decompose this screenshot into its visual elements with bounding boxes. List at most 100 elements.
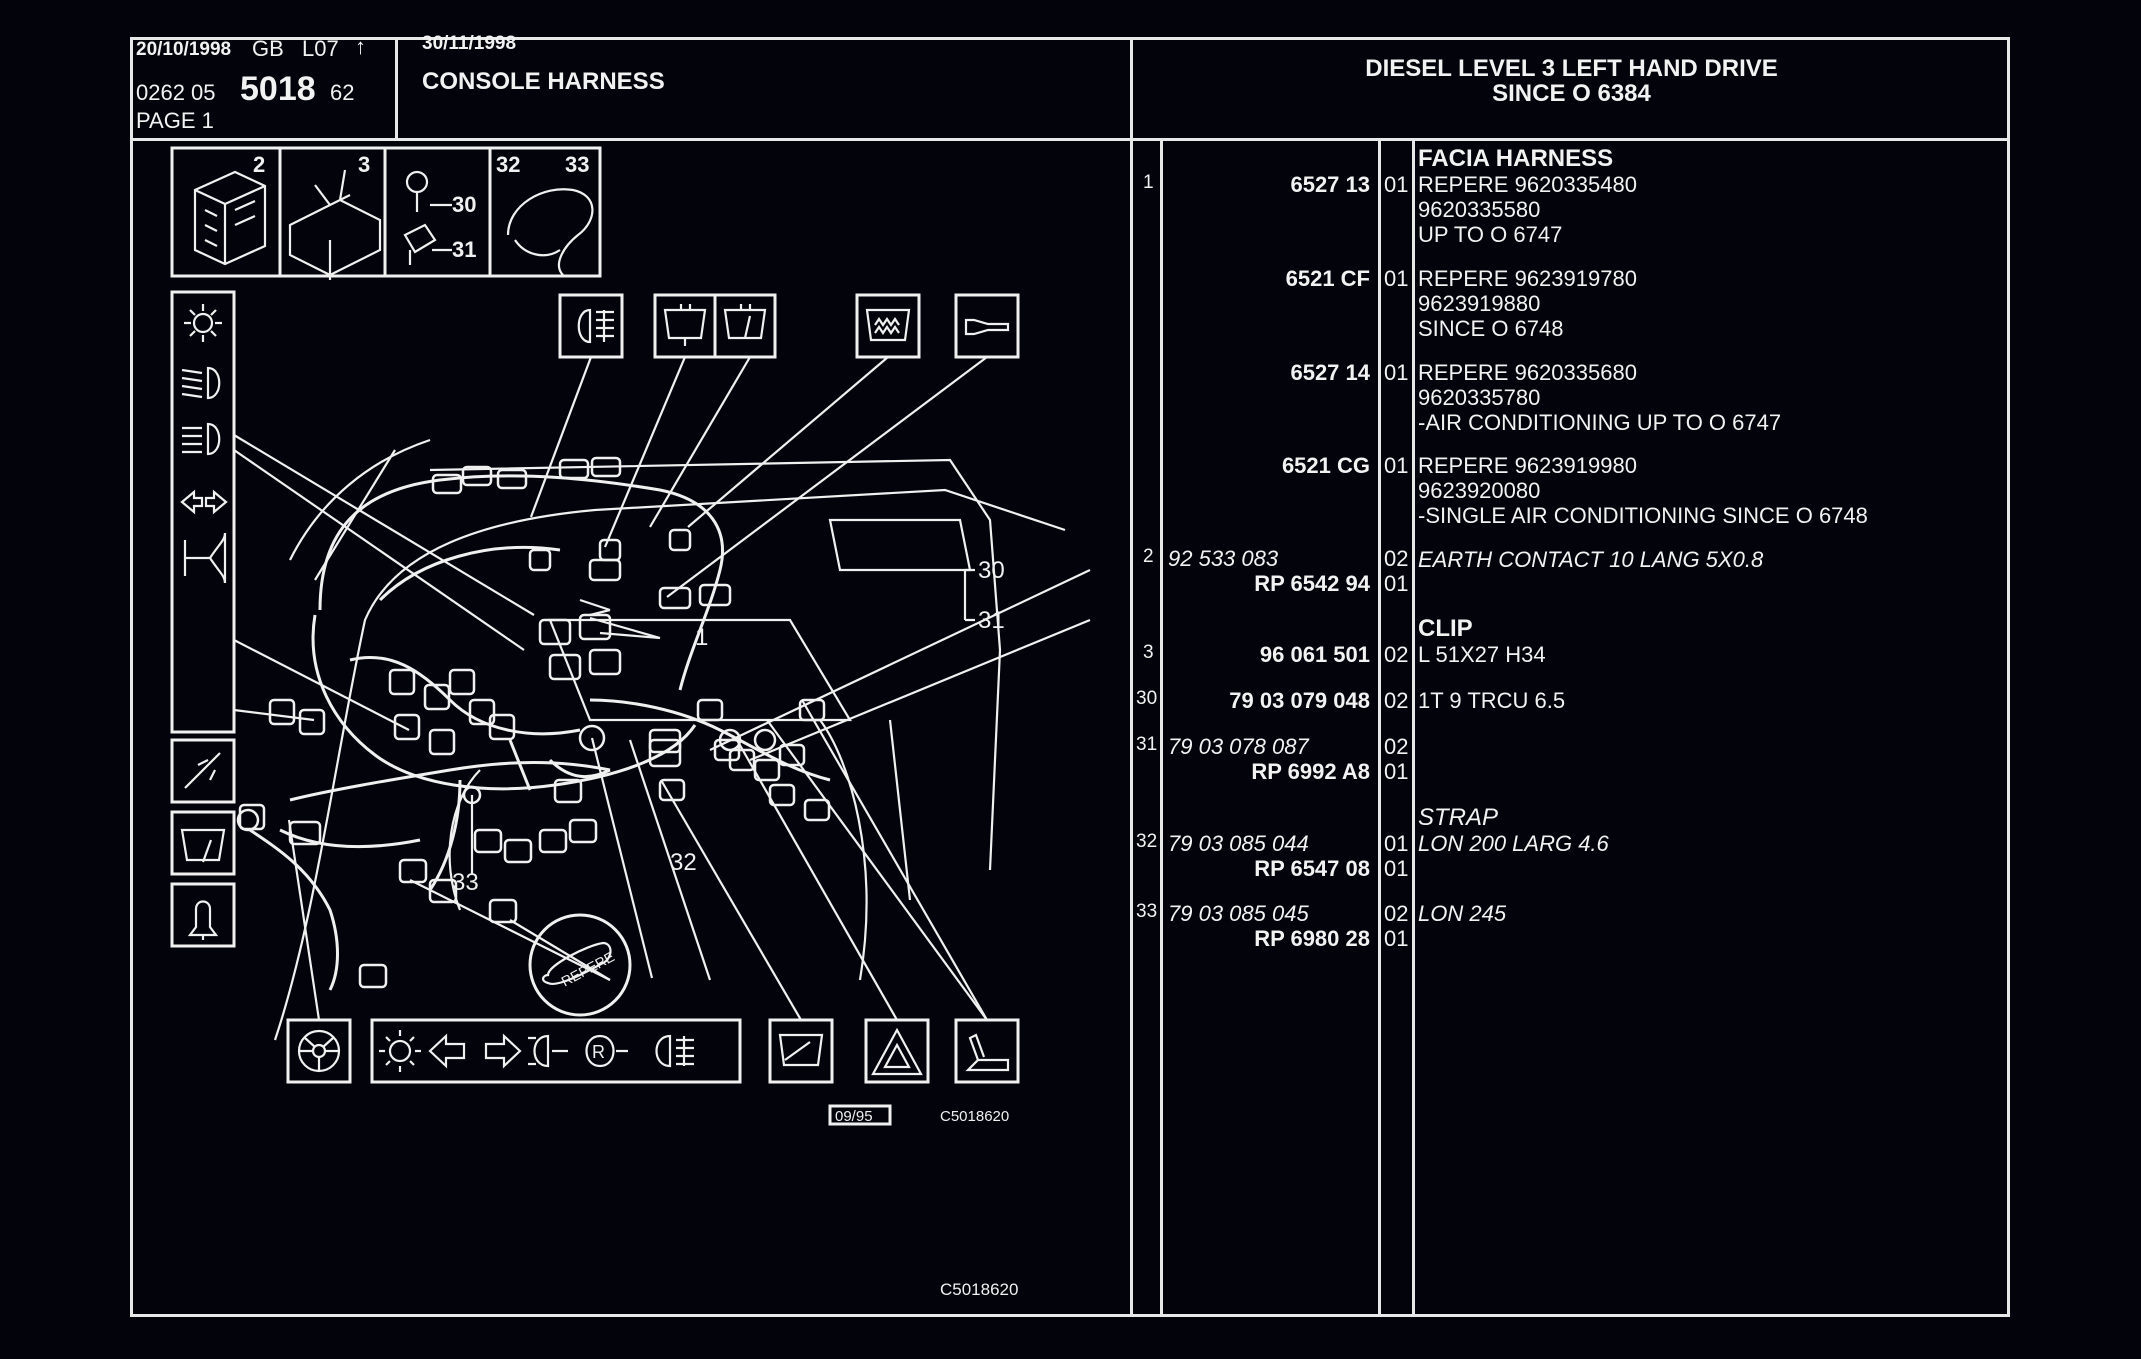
row-desc-3b: 9620335780 bbox=[1418, 385, 1541, 410]
repere-detail: REPERE bbox=[528, 913, 632, 1017]
row-part-5: 92 533 083 bbox=[1168, 546, 1279, 571]
row-qty-1: 01 bbox=[1384, 172, 1409, 197]
wiper-box bbox=[170, 810, 236, 876]
steering-wheel-box bbox=[286, 1018, 352, 1084]
row-qty-3: 01 bbox=[1384, 360, 1409, 385]
row-desc-1b: 9620335580 bbox=[1418, 197, 1541, 222]
fuel-gauge-icon bbox=[184, 752, 221, 789]
strap-thumb bbox=[506, 188, 594, 276]
header-divider bbox=[130, 138, 2010, 141]
part-group-strap: STRAP bbox=[1418, 804, 1499, 831]
row-ref-9: 31 bbox=[1136, 734, 1158, 755]
row-qty2-5: 01 bbox=[1384, 571, 1409, 596]
row-part2-9: RP 6992 A8 bbox=[1251, 759, 1370, 784]
dipped-beam-icon bbox=[181, 366, 221, 400]
hazard-icon bbox=[864, 1018, 930, 1084]
row-ref-7: 3 bbox=[1143, 642, 1154, 663]
svg-text:R: R bbox=[592, 1042, 605, 1062]
bell-icon bbox=[187, 900, 219, 940]
screw-clip-thumb bbox=[403, 170, 452, 265]
callout-1: 1 bbox=[695, 624, 708, 651]
thumb-label-2: 2 bbox=[253, 152, 265, 177]
cigar-lighter-box bbox=[954, 293, 1020, 359]
row-ref-8: 30 bbox=[1136, 688, 1158, 709]
light-switch-strip: R bbox=[370, 1018, 742, 1084]
sun-icon bbox=[184, 304, 222, 342]
clip-thumb bbox=[288, 169, 382, 280]
main-beam-icon bbox=[182, 422, 221, 456]
row-part2-5: RP 6542 94 bbox=[1254, 571, 1370, 596]
thumb-label-33: 33 bbox=[565, 152, 589, 177]
row-desc-4c: -SINGLE AIR CONDITIONING SINCE O 6748 bbox=[1418, 503, 1868, 528]
row-qty-11: 01 bbox=[1384, 831, 1409, 856]
part-column-divider bbox=[1378, 138, 1381, 1317]
row-part2-12: RP 6980 28 bbox=[1254, 926, 1370, 951]
qty-column-divider bbox=[1412, 138, 1415, 1317]
row-desc-4a: REPERE 9623919980 bbox=[1418, 453, 1637, 478]
earth-contact-thumb bbox=[193, 170, 267, 266]
row-desc-4b: 9623920080 bbox=[1418, 478, 1541, 503]
row-qty2-9: 01 bbox=[1384, 759, 1409, 784]
row-desc-11: LON 200 LARG 4.6 bbox=[1418, 831, 1609, 856]
row-part-11: 79 03 085 044 bbox=[1168, 831, 1309, 856]
row-desc-3a: REPERE 9620335680 bbox=[1418, 360, 1637, 385]
header-date2: 30/11/1998 bbox=[422, 33, 517, 54]
row-ref-1: 1 bbox=[1143, 172, 1154, 193]
row-qty2-11: 01 bbox=[1384, 856, 1409, 881]
row-part2-11: RP 6547 08 bbox=[1254, 856, 1370, 881]
header-arrow-icon: ↑ bbox=[355, 34, 366, 59]
row-part-3: 6527 14 bbox=[1290, 360, 1370, 385]
drawing-code: C5018620 bbox=[940, 1108, 1009, 1125]
row-desc-2a: REPERE 9623919780 bbox=[1418, 266, 1637, 291]
callout-31: 31 bbox=[978, 607, 1005, 634]
washer-box bbox=[653, 293, 777, 359]
row-part-1: 6527 13 bbox=[1290, 172, 1370, 197]
header-ref-prefix: 0262 05 bbox=[136, 80, 216, 105]
row-qty-2: 01 bbox=[1384, 266, 1409, 291]
row-desc-2b: 9623919880 bbox=[1418, 291, 1541, 316]
row-qty-7: 02 bbox=[1384, 642, 1409, 667]
header-code: L07 bbox=[302, 36, 339, 61]
leader-lines bbox=[233, 356, 1091, 1021]
row-qty-4: 01 bbox=[1384, 453, 1409, 478]
row-part-4: 6521 CG bbox=[1281, 453, 1370, 478]
row-qty-12: 02 bbox=[1384, 901, 1409, 926]
row-part-9: 79 03 078 087 bbox=[1168, 734, 1309, 759]
harness-diagram: 2 3 30 31 32 33 bbox=[170, 146, 1091, 1299]
row-desc-1a: REPERE 9620335480 bbox=[1418, 172, 1637, 197]
row-desc-5: EARTH CONTACT 10 LANG 5X0.8 bbox=[1418, 547, 1764, 572]
header-page: PAGE 1 bbox=[136, 108, 214, 133]
row-qty-5: 02 bbox=[1384, 546, 1409, 571]
wiper-icon bbox=[180, 828, 226, 863]
row-desc-8: 1T 9 TRCU 6.5 bbox=[1418, 688, 1566, 713]
row-desc-2c: SINCE O 6748 bbox=[1418, 316, 1564, 341]
ref-column-divider bbox=[1160, 138, 1163, 1317]
version-label: 09/95 bbox=[835, 1108, 873, 1125]
row-ref-12: 33 bbox=[1136, 901, 1158, 922]
header-left-divider bbox=[395, 37, 398, 141]
callout-33: 33 bbox=[452, 869, 479, 896]
handbrake-icon bbox=[954, 1018, 1020, 1084]
row-desc-12: LON 245 bbox=[1418, 901, 1507, 926]
car-outline bbox=[273, 438, 1066, 1041]
row-part-8: 79 03 079 048 bbox=[1229, 688, 1370, 713]
row-ref-11: 32 bbox=[1136, 831, 1158, 852]
header-ref-suffix: 62 bbox=[330, 80, 355, 105]
row-qty2-12: 01 bbox=[1384, 926, 1409, 951]
horn-icon bbox=[183, 532, 227, 584]
row-qty-9: 02 bbox=[1384, 734, 1409, 759]
thumb-label-3: 3 bbox=[358, 152, 370, 177]
callout-30: 30 bbox=[978, 557, 1005, 584]
thumb-label-30: 30 bbox=[452, 192, 476, 217]
spec-line-1: DIESEL LEVEL 3 LEFT HAND DRIVE bbox=[1365, 55, 1778, 82]
sheet-frame bbox=[130, 37, 2010, 1317]
thumbnail-panel: 2 3 30 31 32 33 bbox=[170, 146, 602, 280]
callout-32: 32 bbox=[670, 849, 697, 876]
page-title: CONSOLE HARNESS bbox=[422, 68, 665, 95]
column-divider bbox=[1130, 37, 1133, 1317]
row-desc-1c: UP TO O 6747 bbox=[1418, 222, 1563, 247]
row-ref-5: 2 bbox=[1143, 546, 1154, 567]
row-desc-3c: -AIR CONDITIONING UP TO O 6747 bbox=[1418, 410, 1782, 435]
indicator-arrows-icon bbox=[180, 489, 228, 515]
row-desc-7: L 51X27 H34 bbox=[1418, 642, 1546, 667]
